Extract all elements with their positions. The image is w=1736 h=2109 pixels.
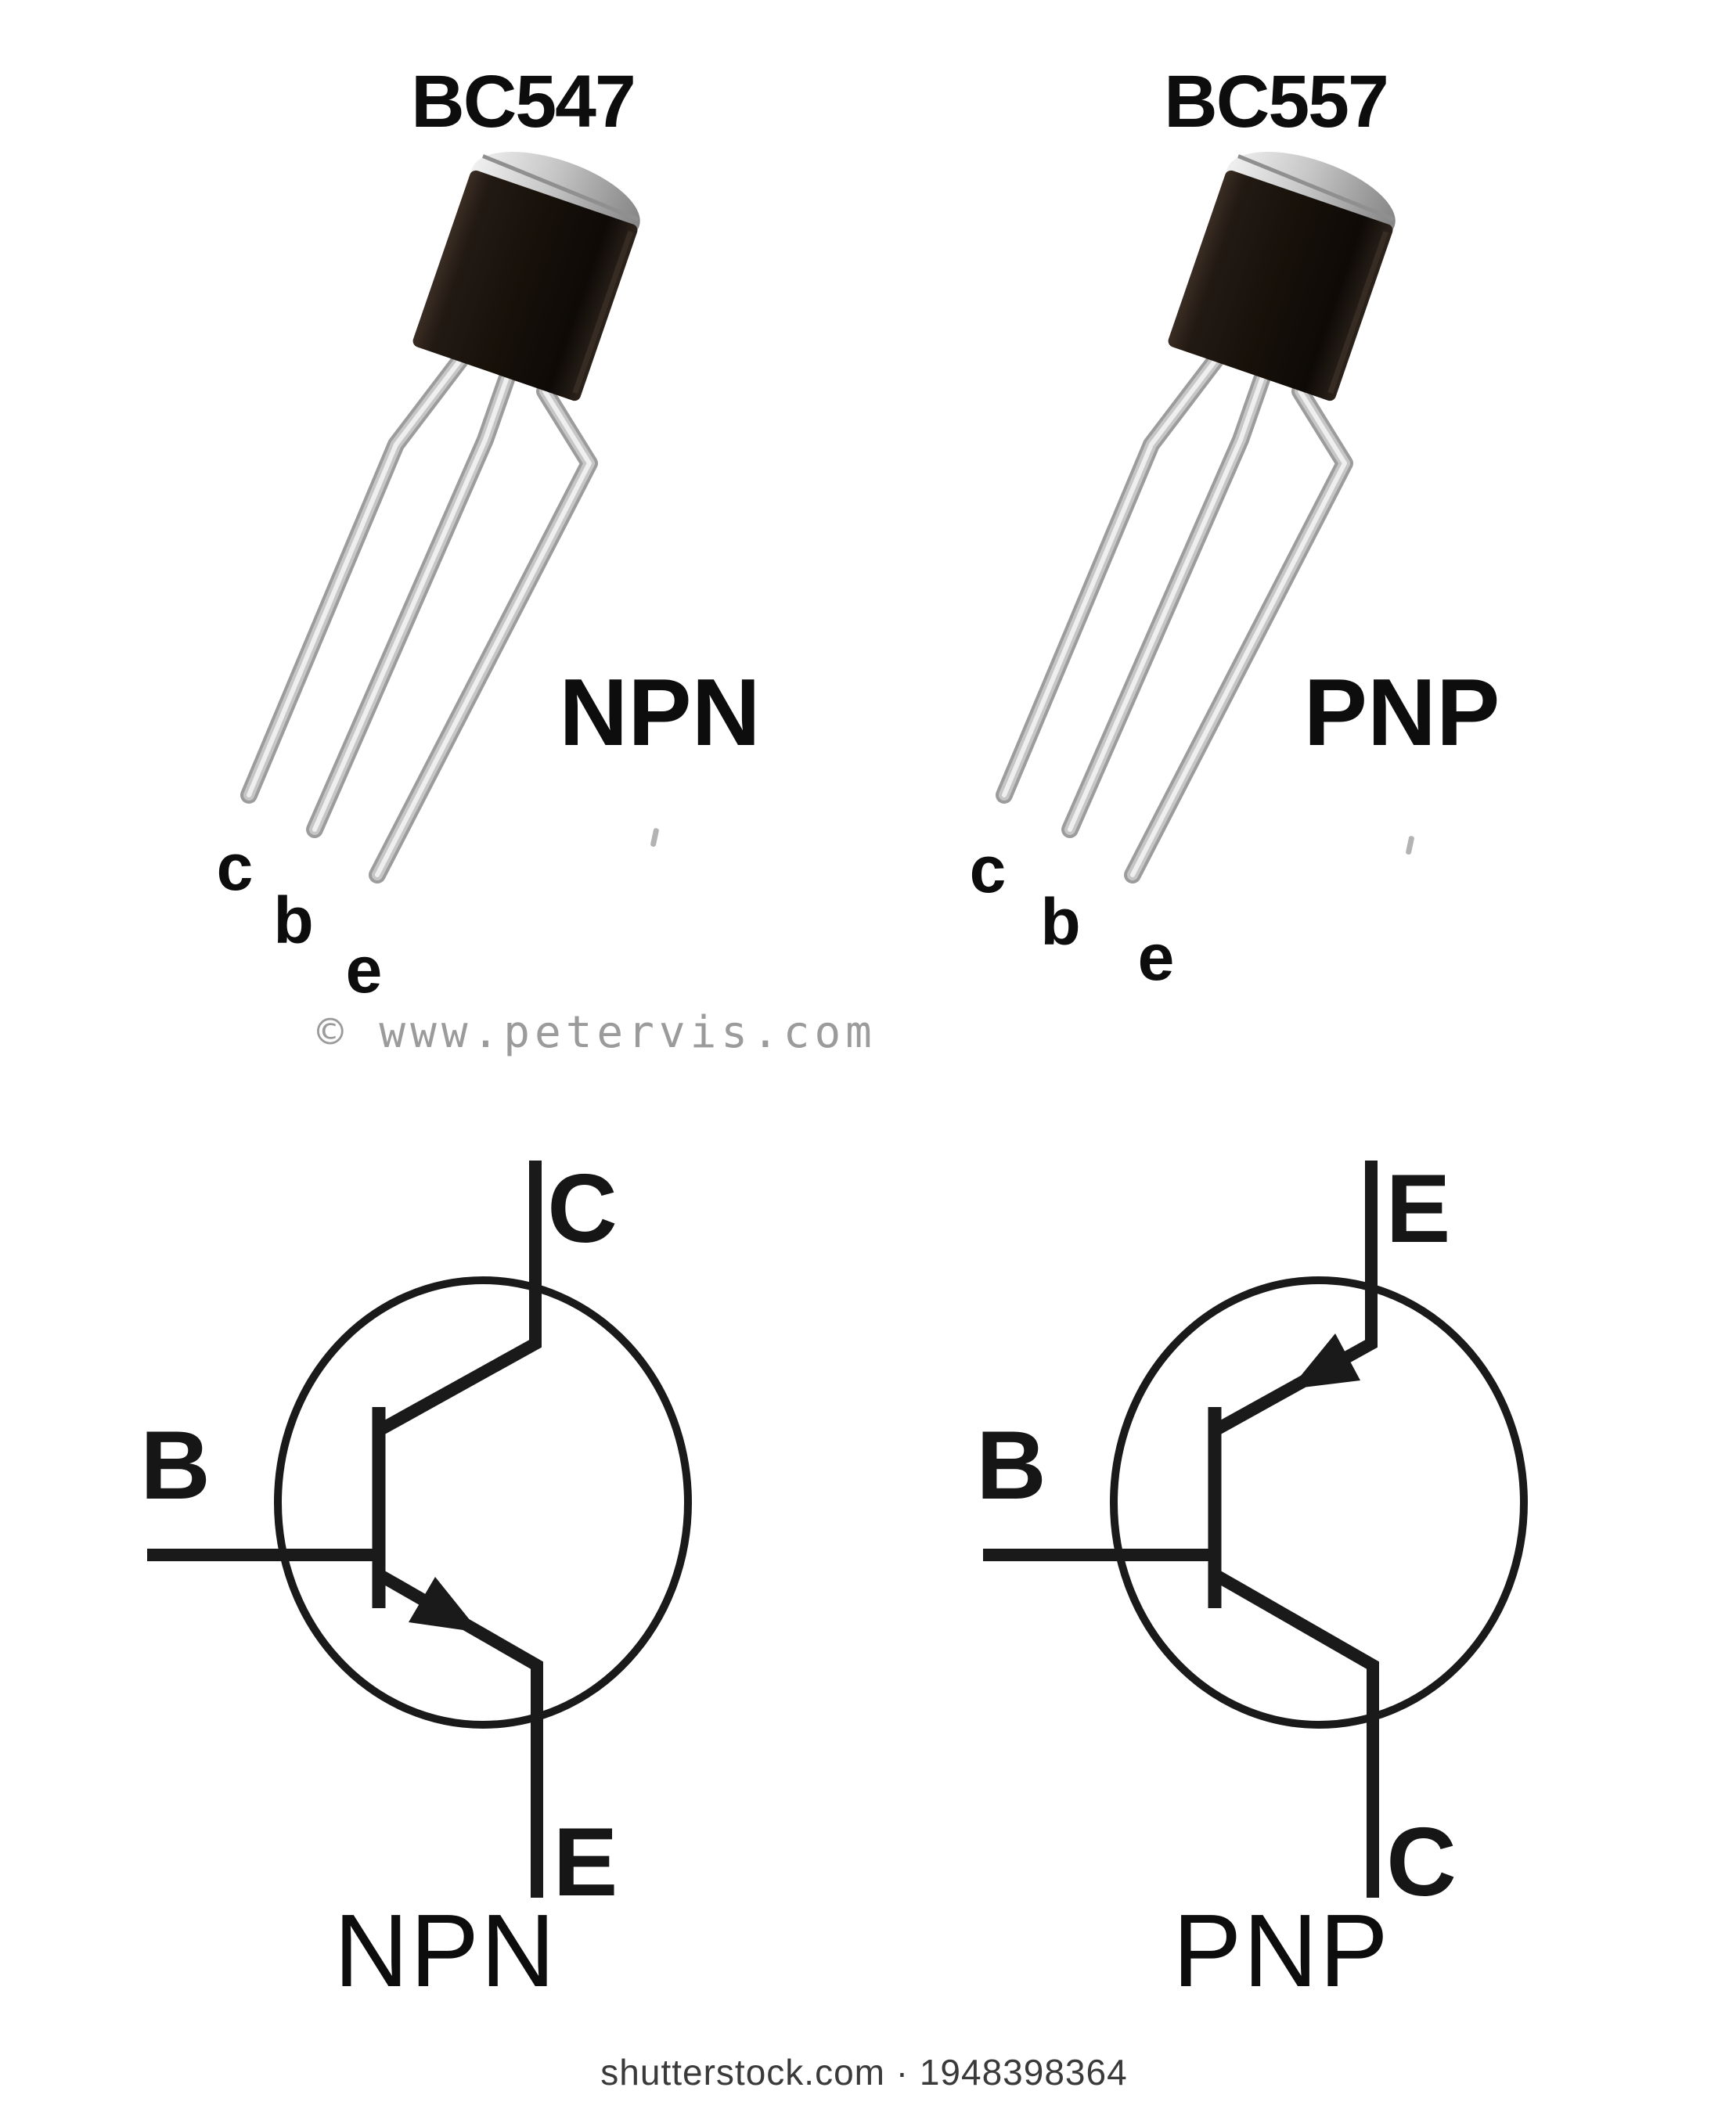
bc547-cap-seam — [482, 154, 639, 221]
pnp-symbol-circle — [1110, 1276, 1528, 1729]
bc557-polarity-label: PNP — [1304, 659, 1500, 765]
bc557-pin-label-b: b — [1040, 885, 1080, 959]
bc547-epoxy-case — [412, 170, 638, 401]
npn-collector-label: C — [547, 1155, 618, 1263]
bc547-edge-highlight — [572, 230, 634, 394]
bc547-polarity-label: NPN — [559, 659, 761, 765]
bc557-cap-seam — [1237, 154, 1395, 221]
pnp-symbol-title: PNP — [1172, 1893, 1389, 2008]
npn-symbol-title: NPN — [334, 1893, 557, 2008]
bc557-pin-label-c: c — [970, 833, 1007, 906]
bc547-pin-label-e: e — [346, 933, 383, 1006]
bc547-pin-label-c: c — [217, 830, 254, 904]
bc547-pin-label-b: b — [273, 884, 313, 957]
pnp-emitter-line — [1212, 1161, 1378, 1436]
bc557-title: BC557 — [1164, 60, 1388, 143]
npn-emitter-arrow-icon — [409, 1577, 480, 1632]
bc547-title: BC547 — [411, 60, 635, 143]
npn-symbol: C B E NPN — [140, 1155, 692, 2008]
bc557-collector-lead-highlight — [1002, 354, 1221, 797]
bc547-body — [412, 152, 640, 401]
pnp-base-label: B — [976, 1412, 1046, 1520]
bc547-leads — [240, 347, 598, 884]
photo-speck-left — [650, 828, 659, 848]
bc547-base-lead-highlight — [312, 375, 510, 832]
npn-collector-line — [376, 1161, 542, 1436]
bc557-epoxy-case — [1168, 170, 1393, 401]
photo-speck-right — [1406, 836, 1414, 855]
pnp-symbol: E B C PNP — [976, 1155, 1528, 2008]
bc547-collector-lead-highlight — [247, 354, 466, 797]
bc547-photo: BC547 c b e NPN — [217, 60, 761, 1006]
pnp-collector-line — [1212, 1569, 1379, 1898]
pnp-collector-label: C — [1386, 1808, 1457, 1916]
npn-base-label: B — [140, 1412, 211, 1520]
bc557-body — [1168, 152, 1396, 401]
petervis-watermark: © www.petervis.com — [317, 1007, 877, 1058]
bc557-leads — [996, 347, 1353, 884]
bc557-emitter-lead-highlight — [1130, 389, 1347, 877]
npn-emitter-label: E — [553, 1808, 618, 1916]
bc557-base-lead-highlight — [1068, 375, 1265, 832]
bc557-pin-label-e: e — [1138, 920, 1175, 994]
shutterstock-credit: shutterstock.com · 1948398364 — [600, 2052, 1127, 2093]
bc547-emitter-lead-highlight — [375, 389, 592, 877]
npn-symbol-circle — [274, 1276, 692, 1729]
pnp-emitter-arrow-icon — [1290, 1333, 1360, 1389]
bc557-photo: BC557 c b e PNP — [970, 60, 1500, 994]
bc557-edge-highlight — [1327, 230, 1389, 394]
pnp-emitter-label: E — [1386, 1155, 1451, 1263]
